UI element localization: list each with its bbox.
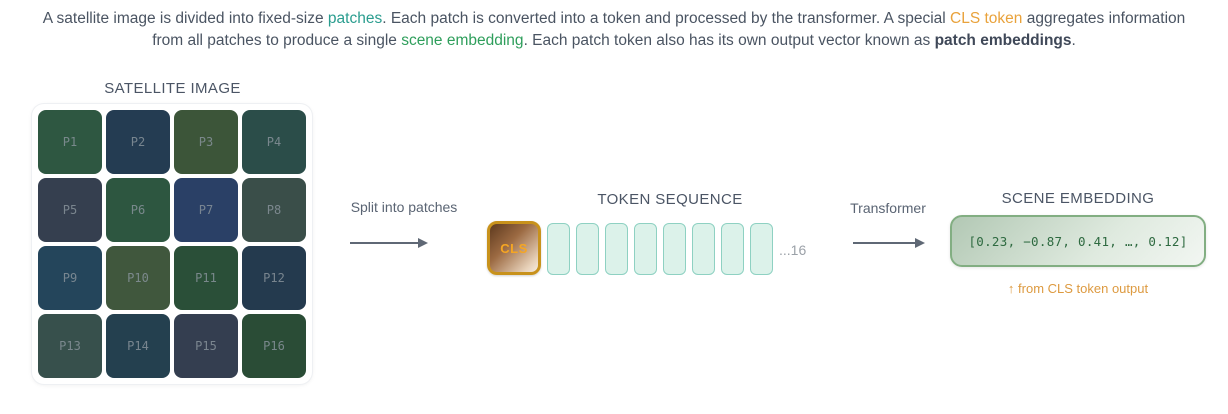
scene-embedding-box: [0.23, −0.87, 0.41, …, 0.12] (950, 215, 1206, 267)
satellite-patch-p3: P3 (174, 110, 238, 174)
patch-label: P12 (263, 271, 285, 285)
satellite-patch-p13: P13 (38, 314, 102, 378)
patch-label: P5 (62, 203, 78, 217)
patch-label: P16 (263, 339, 285, 353)
satellite-image-title: SATELLITE IMAGE (104, 80, 241, 97)
intro-segment: scene embedding (401, 32, 524, 49)
intro-paragraph: A satellite image is divided into fixed-… (30, 8, 1198, 52)
patch-label: P8 (266, 203, 282, 217)
patch-token-row (547, 223, 773, 275)
patch-label: P13 (59, 339, 81, 353)
patch-label: P9 (62, 271, 78, 285)
intro-segment: aggregates information from all patches … (152, 10, 1186, 49)
patch-token (634, 223, 657, 275)
satellite-patch-p11: P11 (174, 246, 238, 310)
intro-segment: patch embeddings (934, 32, 1072, 49)
patch-label: P11 (195, 271, 217, 285)
cls-token: CLS (487, 221, 541, 275)
patch-token (547, 223, 570, 275)
cls-token-label: CLS (500, 240, 528, 256)
satellite-patch-p16: P16 (242, 314, 306, 378)
satellite-patch-p2: P2 (106, 110, 170, 174)
patch-token (721, 223, 744, 275)
satellite-patch-p6: P6 (106, 178, 170, 242)
scene-embedding-title: SCENE EMBEDDING (1001, 190, 1155, 207)
token-count-label: ...16 (779, 242, 807, 258)
patch-token (605, 223, 628, 275)
patch-label: P2 (130, 135, 146, 149)
token-sequence-title: TOKEN SEQUENCE (597, 191, 743, 208)
intro-segment: . (1071, 32, 1076, 49)
split-into-patches-label: Split into patches (350, 199, 458, 215)
satellite-patch-p1: P1 (38, 110, 102, 174)
patch-token (663, 223, 686, 275)
arrowhead-icon (915, 238, 925, 248)
satellite-patch-p7: P7 (174, 178, 238, 242)
patch-token (692, 223, 715, 275)
scene-embedding-vector: [0.23, −0.87, 0.41, …, 0.12] (968, 233, 1188, 249)
intro-segment: CLS token (950, 10, 1023, 27)
patch-label: P1 (62, 135, 78, 149)
satellite-patch-p8: P8 (242, 178, 306, 242)
intro-segment: A satellite image is divided into fixed-… (42, 10, 328, 27)
satellite-patch-p14: P14 (106, 314, 170, 378)
patch-token (750, 223, 773, 275)
patch-label: P3 (198, 135, 214, 149)
intro-segment: . Each patch is converted into a token a… (382, 10, 951, 27)
patch-label: P15 (195, 339, 217, 353)
patch-token (576, 223, 599, 275)
intro-segment: patches (327, 10, 383, 27)
patch-label: P6 (130, 203, 146, 217)
satellite-patch-p15: P15 (174, 314, 238, 378)
satellite-patch-p9: P9 (38, 246, 102, 310)
satellite-patch-p5: P5 (38, 178, 102, 242)
patch-label: P7 (198, 203, 214, 217)
patch-label: P14 (127, 339, 149, 353)
cls-output-caption: ↑ from CLS token output (1007, 281, 1149, 296)
transformer-arrow-icon (853, 238, 925, 248)
satellite-patch-p4: P4 (242, 110, 306, 174)
satellite-patch-p10: P10 (106, 246, 170, 310)
intro-segment: . Each patch token also has its own outp… (523, 32, 935, 49)
patch-label: P10 (127, 271, 149, 285)
transformer-label: Transformer (850, 200, 926, 216)
patch-label: P4 (266, 135, 282, 149)
satellite-patch-p12: P12 (242, 246, 306, 310)
arrowhead-icon (418, 238, 428, 248)
split-arrow-icon (350, 238, 428, 248)
